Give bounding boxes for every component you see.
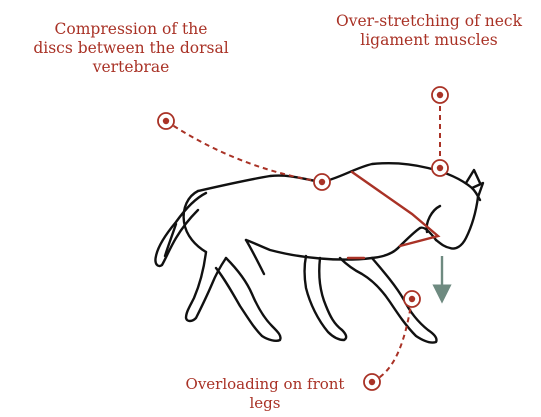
legs-label-line-2: legs <box>168 394 362 413</box>
neck-angle-line <box>352 172 438 246</box>
leader-lines <box>166 97 440 382</box>
target-marker-icon <box>314 174 330 190</box>
target-marker-icon <box>404 291 420 307</box>
neck-label-line-1: Over-stretching of neck <box>318 12 540 31</box>
legs-label-line-1: Overloading on front <box>168 375 362 394</box>
target-marker-icon <box>432 160 448 176</box>
leader-legs <box>372 299 412 382</box>
dorsal-label-line-3: vertebrae <box>12 58 250 77</box>
neck-overstretching-label: Over-stretching of neck ligament muscles <box>318 12 540 50</box>
target-marker-icon <box>158 113 174 129</box>
dorsal-label-line-2: discs between the dorsal <box>12 39 250 58</box>
markers <box>158 87 448 390</box>
dorsal-label-line-1: Compression of the <box>12 20 250 39</box>
neck-label-line-2: ligament muscles <box>318 31 540 50</box>
target-marker-icon <box>432 87 448 103</box>
leader-dorsal <box>166 121 322 182</box>
target-marker-icon <box>364 374 380 390</box>
posture-lines <box>348 172 438 258</box>
front-legs-overloading-label: Overloading on front legs <box>168 375 362 413</box>
dorsal-compression-label: Compression of the discs between the dor… <box>12 20 250 77</box>
